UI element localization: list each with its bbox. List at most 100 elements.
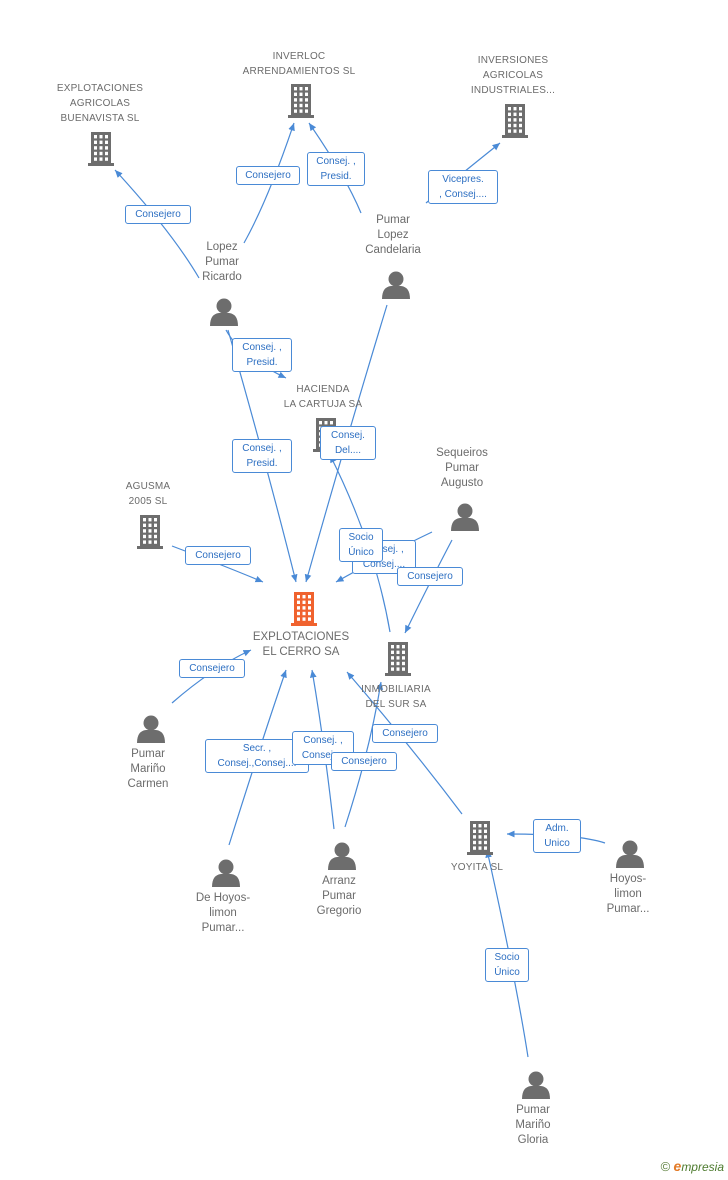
hacienda-cartuja-label[interactable]: HACIENDA LA CARTUJA SA bbox=[268, 382, 378, 412]
relation-label-e8[interactable]: Consejero bbox=[185, 546, 251, 565]
relation-label-line: Consejero bbox=[341, 756, 387, 767]
relation-label-e13[interactable]: Secr. , Consej.,Consej.... bbox=[205, 739, 309, 773]
pumar-marino-gloria-label-line: Gloria bbox=[517, 1134, 549, 1146]
relation-label-e3[interactable]: Consej. , Presid. bbox=[307, 152, 365, 186]
relation-label-line: Consej. , bbox=[242, 342, 282, 353]
yoyita-label[interactable]: YOYITA SL bbox=[437, 860, 517, 875]
explotaciones-buenavista-label[interactable]: EXPLOTACIONES AGRICOLAS BUENAVISTA SL bbox=[45, 81, 155, 126]
pumar-lopez-candelaria-label-line: Lopez bbox=[377, 229, 409, 241]
relation-label-e4[interactable]: Vicepres. , Consej.... bbox=[428, 170, 498, 204]
yoyita-label-line: YOYITA SL bbox=[450, 862, 504, 873]
relation-label-e1[interactable]: Consejero bbox=[125, 205, 191, 224]
relation-label-line: Consejero bbox=[407, 571, 453, 582]
relation-label-line: Presid. bbox=[246, 357, 278, 368]
relation-label-line: Secr. , bbox=[242, 743, 272, 754]
de-hoyos-limon-pumar-person-icon bbox=[212, 859, 240, 887]
relation-label-line: Consej. , bbox=[242, 443, 282, 454]
pumar-marino-gloria-label-line: Mariño bbox=[515, 1119, 551, 1131]
relation-label-e5[interactable]: Consej. , Presid. bbox=[232, 338, 292, 372]
relation-label-e12[interactable]: Consejero bbox=[179, 659, 245, 678]
relation-label-e2[interactable]: Consejero bbox=[236, 166, 300, 185]
yoyita-building-icon bbox=[467, 821, 493, 855]
arranz-pumar-gregorio-label-line: Gregorio bbox=[316, 905, 362, 917]
inmobiliaria-sur-label-line: INMOBILIARIA bbox=[361, 684, 431, 695]
edge-lopez-pumar-ricardo-to-inverloc bbox=[243, 122, 295, 244]
relation-label-line: Consejero bbox=[195, 550, 241, 561]
hoyos-limon-pumar-label-line: limon bbox=[614, 888, 642, 900]
explotaciones-buenavista-building-icon bbox=[88, 132, 114, 166]
lopez-pumar-ricardo-label-line: Ricardo bbox=[202, 271, 242, 283]
sequeiros-pumar-augusto-person-icon bbox=[451, 503, 479, 531]
relation-label-e15[interactable]: Consejero bbox=[331, 752, 397, 771]
inmobiliaria-sur-building-icon bbox=[385, 642, 411, 676]
inversiones-agricolas-label-line: INDUSTRIALES... bbox=[470, 85, 556, 96]
relation-label-line: Vicepres. bbox=[442, 174, 484, 185]
agusma-building-icon bbox=[137, 515, 163, 549]
relation-label-line: Consej. , bbox=[316, 156, 356, 167]
de-hoyos-limon-pumar-label-line: Pumar... bbox=[201, 922, 245, 934]
explotaciones-el-cerro-building-icon bbox=[291, 592, 317, 626]
relation-label-line: Consejero bbox=[189, 663, 235, 674]
relation-label-line: Consejero bbox=[135, 209, 181, 220]
de-hoyos-limon-pumar-label-line: De Hoyos- bbox=[195, 892, 251, 904]
inverloc-label-line: ARRENDAMIENTOS SL bbox=[242, 66, 356, 77]
relation-label-e7[interactable]: Consej.Del.... bbox=[320, 426, 376, 460]
inmobiliaria-sur-label[interactable]: INMOBILIARIA DEL SUR SA bbox=[346, 682, 446, 712]
pumar-lopez-candelaria-label-line: Pumar bbox=[376, 214, 410, 226]
hoyos-limon-pumar-label-line: Pumar... bbox=[606, 903, 650, 915]
relation-label-line: Presid. bbox=[320, 171, 352, 182]
relation-label-e6[interactable]: Consej. , Presid. bbox=[232, 439, 292, 473]
explotaciones-buenavista-label-line: EXPLOTACIONES bbox=[56, 83, 144, 94]
edge-lopez-pumar-ricardo-to-explotaciones-buenavista bbox=[114, 169, 200, 279]
relation-label-line: Consejero bbox=[245, 170, 291, 181]
relation-label-line: Consej.,Consej.... bbox=[217, 758, 297, 769]
pumar-marino-gloria-label-line: Pumar bbox=[516, 1104, 550, 1116]
arranz-pumar-gregorio-label-line: Pumar bbox=[322, 890, 356, 902]
hacienda-cartuja-label-line: HACIENDA bbox=[296, 384, 350, 395]
explotaciones-buenavista-label-line: AGRICOLAS bbox=[69, 98, 131, 109]
inverloc-label-line: INVERLOC bbox=[272, 51, 326, 62]
inversiones-agricolas-building-icon bbox=[502, 104, 528, 138]
relation-label-line: Presid. bbox=[246, 458, 278, 469]
pumar-marino-carmen-person-icon bbox=[137, 715, 165, 743]
relation-label-line: Consej.... bbox=[362, 559, 406, 570]
inmobiliaria-sur-label-line: DEL SUR SA bbox=[365, 699, 427, 710]
relation-label-e17[interactable]: Adm.Unico bbox=[533, 819, 581, 853]
de-hoyos-limon-pumar-label-line: limon bbox=[209, 907, 237, 919]
brand-initial: e bbox=[673, 1158, 682, 1174]
empresia-watermark[interactable]: © empresia bbox=[661, 1158, 724, 1174]
relation-label-line: Del.... bbox=[334, 445, 362, 456]
inverloc-label[interactable]: INVERLOC ARRENDAMIENTOS SL bbox=[234, 49, 364, 79]
sequeiros-pumar-augusto-label-line: Augusto bbox=[440, 477, 484, 489]
hoyos-limon-pumar-person-icon bbox=[616, 840, 644, 868]
pumar-marino-carmen-label-line: Carmen bbox=[127, 778, 169, 790]
relation-label-line: Consej. , bbox=[364, 544, 404, 555]
copyright-symbol: © bbox=[660, 1159, 671, 1174]
relation-label-line: , Consej.... bbox=[439, 189, 487, 200]
agusma-label-line: 2005 SL bbox=[128, 496, 168, 507]
explotaciones-buenavista-label-line: BUENAVISTA SL bbox=[60, 113, 140, 124]
hacienda-cartuja-label-line: LA CARTUJA SA bbox=[283, 399, 363, 410]
relation-label-line: Único bbox=[348, 547, 374, 558]
relation-label-e10[interactable]: Consejero bbox=[397, 567, 463, 586]
relation-label-line: Único bbox=[494, 967, 520, 978]
pumar-marino-carmen-label-line: Pumar bbox=[131, 748, 165, 760]
inverloc-building-icon bbox=[288, 84, 314, 118]
inversiones-agricolas-label-line: INVERSIONES bbox=[477, 55, 549, 66]
relation-label-e16[interactable]: Consejero bbox=[372, 724, 438, 743]
pumar-lopez-candelaria-person-icon bbox=[382, 271, 410, 299]
relation-label-line: Unico bbox=[544, 838, 570, 849]
